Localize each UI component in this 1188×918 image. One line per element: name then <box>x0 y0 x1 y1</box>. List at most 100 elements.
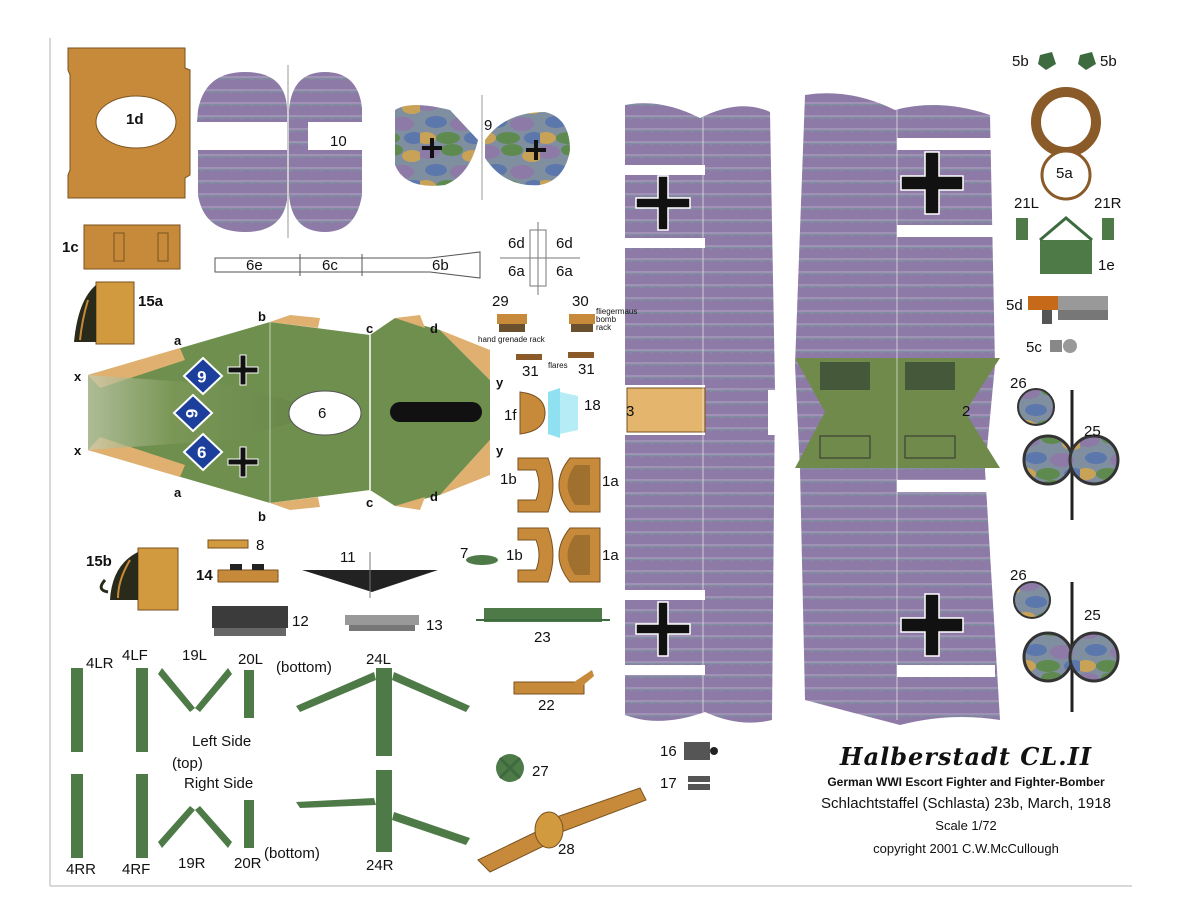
part-25-top <box>1022 390 1120 520</box>
part-13 <box>345 615 419 631</box>
part-14 <box>217 564 279 583</box>
title-copyright: copyright 2001 C.W.McCullough <box>873 841 1059 856</box>
label-flares: flares <box>548 361 568 370</box>
part-16 <box>684 742 718 760</box>
label-left-side: Left Side <box>192 733 252 750</box>
part-5c <box>1050 339 1077 353</box>
fuselage-number-top: 6 <box>197 367 207 386</box>
label-bottom-top: (bottom) <box>276 659 332 676</box>
label-bottom-bottom: (bottom) <box>264 845 320 862</box>
label-fliegermaus-bomb-rack: fliegermaus bomb rack <box>596 307 638 332</box>
label-4RF: 4RF <box>122 861 151 878</box>
label-31-right: 31 <box>578 361 595 378</box>
part-8 <box>207 539 249 549</box>
label-6b: 6b <box>432 257 449 274</box>
label-5c: 5c <box>1026 339 1042 356</box>
part-19R <box>158 806 232 848</box>
part-21L <box>1016 218 1028 240</box>
part-5b-left <box>1038 52 1056 70</box>
part-19L <box>158 668 232 712</box>
label-6a-left: 6a <box>508 263 525 280</box>
part-23 <box>476 608 610 622</box>
part-6d-6a <box>500 222 580 295</box>
label-1b-top: 1b <box>500 471 517 488</box>
part-4LF <box>136 668 148 752</box>
label-1a-top: 1a <box>602 473 619 490</box>
part-2-wing <box>795 93 1000 725</box>
part-4RR <box>71 774 83 858</box>
part-3-wing <box>625 103 780 723</box>
label-6a-right: 6a <box>556 263 573 280</box>
part-1c <box>83 224 181 270</box>
label-fuselage-x-bottom: x <box>74 443 82 458</box>
label-20L: 20L <box>238 651 264 668</box>
label-12: 12 <box>292 613 309 630</box>
label-22: 22 <box>538 697 555 714</box>
label-19L: 19L <box>182 647 208 664</box>
label-6: 6 <box>318 405 327 422</box>
part-15a <box>74 281 135 345</box>
label-top: (top) <box>172 755 203 772</box>
label-3: 3 <box>626 403 635 420</box>
part-1e <box>1039 216 1093 274</box>
part-5d <box>1028 296 1108 324</box>
label-28: 28 <box>558 841 575 858</box>
label-fuselage-y-top: y <box>496 375 504 390</box>
label-5d: 5d <box>1006 297 1023 314</box>
label-2: 2 <box>962 403 971 420</box>
part-17 <box>688 776 710 790</box>
label-27: 27 <box>532 763 549 780</box>
label-5b-left: 5b <box>1012 53 1029 70</box>
label-11: 11 <box>340 549 356 566</box>
label-31-left: 31 <box>522 363 539 380</box>
part-28 <box>477 787 647 873</box>
label-hand-grenade-rack: hand grenade rack <box>478 335 545 344</box>
label-24R: 24R <box>366 857 394 874</box>
label-18: 18 <box>584 397 601 414</box>
label-21L: 21L <box>1014 195 1040 212</box>
label-fuselage-d-top: d <box>430 321 438 336</box>
label-9: 9 <box>484 117 493 134</box>
label-1e: 1e <box>1098 257 1115 274</box>
label-19R: 19R <box>178 855 206 872</box>
title-block: Halberstadt CL.II German WWI Escort Figh… <box>786 742 1146 856</box>
part-25-bottom <box>1022 582 1120 712</box>
label-1b-bottom: 1b <box>506 547 523 564</box>
label-6e: 6e <box>246 257 263 274</box>
label-26-bottom: 26 <box>1010 567 1027 584</box>
diamond-mid <box>172 393 214 433</box>
label-4LF: 4LF <box>122 647 148 664</box>
part-1b-1a-bottom <box>517 527 601 583</box>
label-1f: 1f <box>504 407 517 424</box>
label-6d-left: 6d <box>508 235 525 252</box>
part-29 <box>497 314 527 332</box>
label-23: 23 <box>534 629 551 646</box>
label-1d: 1d <box>126 111 144 128</box>
part-26-bottom <box>1013 581 1051 619</box>
diamond-top <box>182 356 224 396</box>
part-7 <box>466 555 498 565</box>
label-13: 13 <box>426 617 443 634</box>
part-5b-right <box>1078 52 1096 70</box>
fuselage-number-bottom: 6 <box>197 443 207 462</box>
part-4LR <box>71 668 83 752</box>
part-31-right <box>568 352 594 358</box>
label-30: 30 <box>572 293 589 310</box>
label-4RR: 4RR <box>66 861 97 878</box>
label-right-side: Right Side <box>184 775 254 792</box>
title-unit: Schlachtstaffel (Schlasta) 23b, March, 1… <box>821 795 1111 812</box>
label-4LR: 4LR <box>86 655 114 672</box>
part-4RF <box>136 774 148 858</box>
part-20L <box>244 670 254 718</box>
part-27 <box>496 754 524 782</box>
part-1b-1a-top <box>517 457 601 513</box>
fuselage-number-mid: 6 <box>182 408 202 419</box>
label-5b-right: 5b <box>1100 53 1117 70</box>
part-1f <box>519 391 546 435</box>
part-31-left <box>516 354 542 360</box>
part-12 <box>212 606 288 636</box>
label-fuselage-a-bottom: a <box>174 485 182 500</box>
label-1c: 1c <box>62 239 79 256</box>
label-15b: 15b <box>86 553 112 570</box>
